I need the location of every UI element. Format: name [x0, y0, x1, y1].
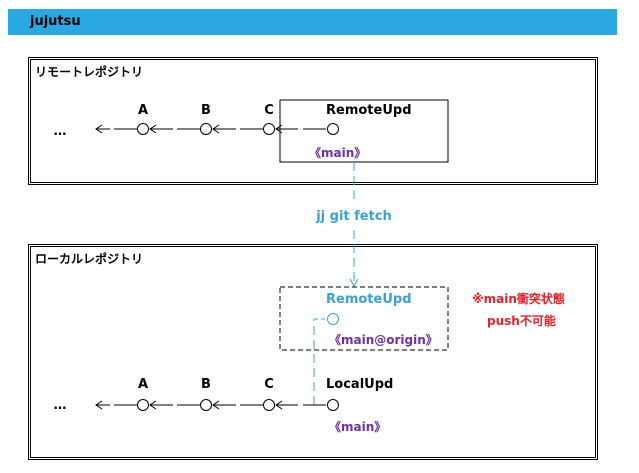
- fetched-commit-node: [327, 313, 339, 325]
- commit-label-b: B: [201, 103, 211, 118]
- remote-repo-title: リモートレポジトリ: [35, 65, 144, 79]
- arrow-head: [212, 400, 220, 410]
- remote-main-bookmark: 《main》: [309, 145, 366, 160]
- local-main-bookmark: 《main》: [329, 419, 386, 434]
- fetch-arrow-head: [349, 278, 359, 288]
- remote-update-box: [279, 99, 449, 163]
- local-commit-label-b: B: [201, 377, 211, 392]
- fetched-commit-label: RemoteUpd: [326, 292, 412, 307]
- origin-bookmark: 《main@origin》: [329, 332, 438, 347]
- fetched-commit-box: [279, 286, 449, 351]
- remote-repo-panel: リモートレポジトリ: [28, 57, 598, 185]
- local-commit-label-a: A: [138, 377, 148, 392]
- commit-node-c: [263, 123, 275, 135]
- local-update-label: LocalUpd: [326, 377, 393, 392]
- local-commit-node-localupd: [327, 399, 339, 411]
- local-repo-panel: ローカルレポジトリ: [28, 244, 598, 460]
- arrow-head: [275, 124, 283, 134]
- commit-node-b: [200, 123, 212, 135]
- arrow-head: [212, 124, 220, 134]
- local-commit-node-a: [137, 399, 149, 411]
- conflict-note: ※main衝突状態: [472, 291, 565, 306]
- fetch-command-label: jj git fetch: [315, 209, 392, 224]
- arrow-head: [149, 400, 157, 410]
- arrow-head: [149, 124, 157, 134]
- local-repo-title: ローカルレポジトリ: [35, 252, 144, 266]
- commit-node-a: [137, 123, 149, 135]
- push-disabled-note: push不可能: [487, 313, 556, 328]
- arrow-head: [275, 400, 283, 410]
- commit-node-remoteupd: [327, 123, 339, 135]
- commit-label-c: C: [264, 103, 274, 118]
- remote-update-label: RemoteUpd: [326, 103, 412, 118]
- local-commit-label-c: C: [264, 377, 274, 392]
- commit-label-a: A: [138, 103, 148, 118]
- remote-ellipsis: …: [54, 124, 67, 139]
- local-ellipsis: …: [54, 398, 67, 413]
- local-commit-node-b: [200, 399, 212, 411]
- local-commit-node-c: [263, 399, 275, 411]
- app-title: jujutsu: [30, 14, 81, 29]
- arrow-head: [95, 124, 103, 134]
- title-bar: jujutsu: [8, 9, 617, 35]
- arrow-head: [95, 400, 103, 410]
